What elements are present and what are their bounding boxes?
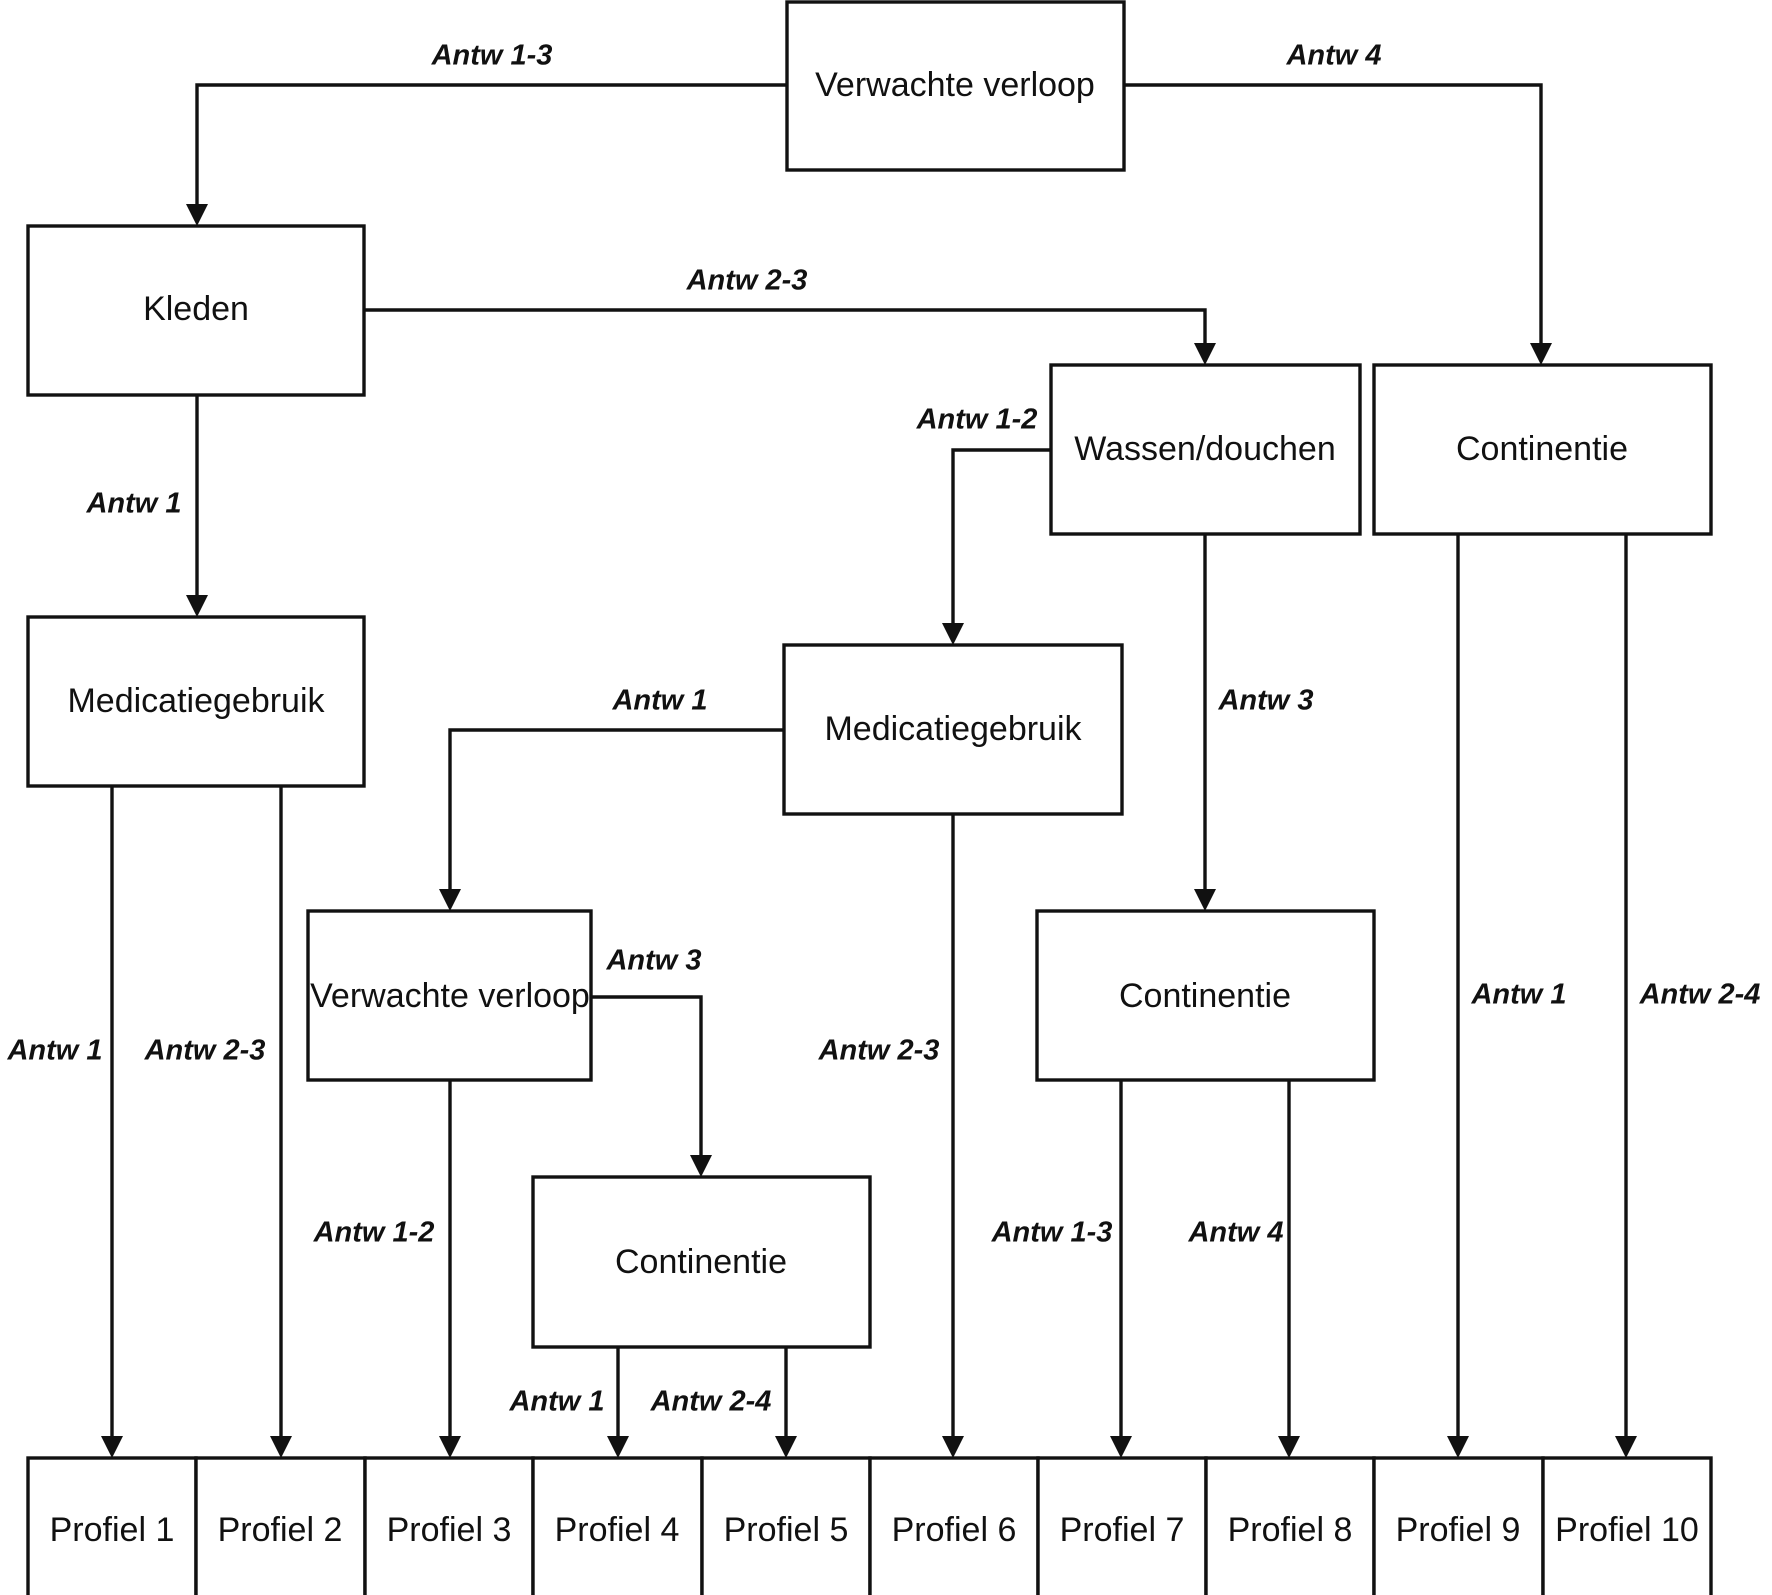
profile-label-8: Profiel 8 (1228, 1511, 1353, 1549)
edge-wassen-to-medicatie (951, 448, 1051, 628)
profile-cell (1541, 1456, 1713, 1595)
edge-label: Antw 1 (1470, 979, 1566, 1011)
edge-label: Antw 1 (85, 488, 181, 520)
arrow-head (1194, 889, 1216, 911)
connectors (110, 83, 1628, 1439)
arrow-head (1110, 1436, 1132, 1458)
node-verwachte-verloop-mid: Verwachte verloop (306, 909, 593, 1082)
profile-cell (868, 1456, 1040, 1595)
profile-cell (1372, 1456, 1545, 1595)
node-continentie-top: Continentie (1372, 363, 1713, 536)
node-continentie-mid: Continentie (1035, 909, 1376, 1082)
profile-cell (194, 1456, 367, 1595)
edge-label: Antw 1 (611, 685, 707, 717)
profile-cell (1036, 1456, 1208, 1595)
arrow-head (439, 889, 461, 911)
arrow-head (942, 1436, 964, 1458)
edge-label: Antw 1-2 (916, 404, 1038, 436)
arrow-heads (101, 204, 1637, 1458)
edge-verloop-to-continentie (591, 995, 703, 1160)
edge-label: Antw 1 (508, 1386, 604, 1418)
edge-label: Antw 1-3 (991, 1217, 1113, 1249)
arrow-head (439, 1436, 461, 1458)
arrow-head (186, 595, 208, 617)
node-medicatiegebruik-mid: Medicatiegebruik (782, 643, 1124, 816)
arrow-head (942, 623, 964, 645)
edge-root-to-kleden (195, 83, 787, 212)
arrow-head (186, 204, 208, 226)
edge-label: Antw 3 (605, 945, 701, 977)
profile-label-4: Profiel 4 (555, 1511, 680, 1549)
arrow-head (270, 1436, 292, 1458)
edge-label: Antw 2-3 (818, 1035, 940, 1067)
edge-label: Antw 4 (1187, 1217, 1283, 1249)
profile-label-9: Profiel 9 (1396, 1511, 1521, 1549)
node-label: Continentie (1456, 430, 1628, 468)
profile-label-1: Profiel 1 (50, 1511, 175, 1549)
edge-label: Antw 4 (1285, 40, 1381, 72)
profile-label-2: Profiel 2 (218, 1511, 343, 1549)
arrow-head (1194, 343, 1216, 365)
arrow-head (1615, 1436, 1637, 1458)
profile-row: Profiel 1 Profiel 2 Profiel 3 Profiel 4 … (26, 1456, 1713, 1595)
arrow-head (1278, 1436, 1300, 1458)
profile-label-3: Profiel 3 (387, 1511, 512, 1549)
arrow-head (1530, 343, 1552, 365)
edge-label: Antw 1-2 (313, 1217, 435, 1249)
node-label: Medicatiegebruik (824, 710, 1082, 748)
profile-label-5: Profiel 5 (724, 1511, 849, 1549)
edge-label: Antw 3 (1217, 685, 1313, 717)
node-label: Verwachte verloop (815, 66, 1095, 104)
node-verwachte-verloop-root: Verwachte verloop (785, 0, 1126, 172)
node-continentie-low: Continentie (531, 1175, 872, 1349)
node-label: Medicatiegebruik (67, 682, 325, 720)
profile-cell (700, 1456, 872, 1595)
arrow-head (101, 1436, 123, 1458)
edge-root-to-continentie (1124, 83, 1543, 350)
edge-label: Antw 2-4 (1639, 979, 1761, 1011)
profile-label-10: Profiel 10 (1555, 1511, 1699, 1549)
edge-label: Antw 2-4 (650, 1386, 772, 1418)
node-label: Kleden (143, 290, 249, 328)
node-label: Verwachte verloop (310, 977, 590, 1015)
profile-cell (363, 1456, 535, 1595)
node-medicatiegebruik-left: Medicatiegebruik (26, 615, 366, 788)
arrow-head (775, 1436, 797, 1458)
arrow-head (1447, 1436, 1469, 1458)
edge-label: Antw 2-3 (144, 1035, 266, 1067)
edge-medicatie-mid-to-verloop (448, 728, 784, 893)
node-kleden: Kleden (26, 224, 366, 397)
node-label: Continentie (615, 1243, 787, 1281)
arrow-head (690, 1155, 712, 1177)
profile-cell (26, 1456, 198, 1595)
profile-cell (1204, 1456, 1376, 1595)
edge-label: Antw 1 (6, 1035, 102, 1067)
edge-labels: Antw 1-3 Antw 4 Antw 2-3 Antw 1 Antw 1-2… (6, 40, 1760, 1418)
arrow-head (607, 1436, 629, 1458)
profile-label-6: Profiel 6 (892, 1511, 1017, 1549)
edge-label: Antw 2-3 (686, 265, 808, 297)
profile-label-7: Profiel 7 (1060, 1511, 1185, 1549)
node-label: Wassen/douchen (1074, 430, 1335, 468)
node-wassen-douchen: Wassen/douchen (1049, 363, 1362, 536)
edge-kleden-to-wassen (364, 308, 1207, 350)
node-label: Continentie (1119, 977, 1291, 1015)
edge-label: Antw 1-3 (431, 40, 553, 72)
